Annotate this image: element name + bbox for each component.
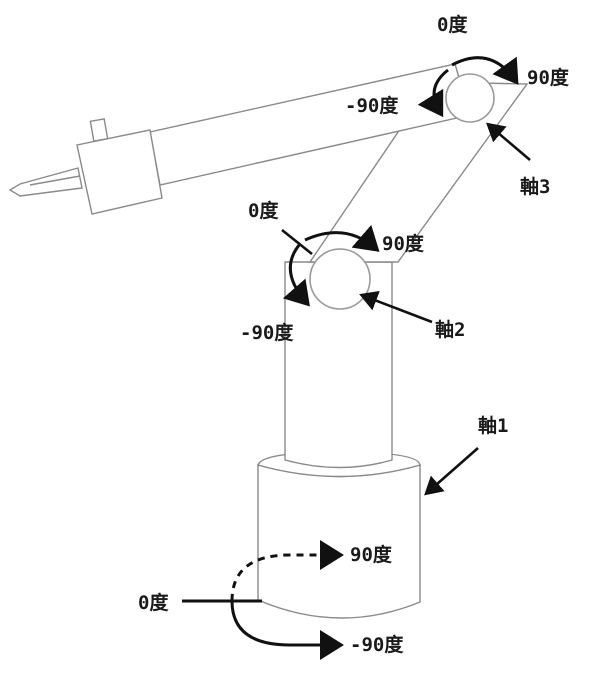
base-rotation-arrows	[182, 540, 344, 660]
lower-column	[284, 261, 393, 469]
joint2-negative-label: -90度	[240, 321, 294, 344]
joint3-axis-label: 軸3	[520, 175, 550, 198]
joint2-rotation-arrows	[281, 224, 433, 324]
joint1-negative-label: -90度	[350, 633, 404, 656]
upper-arm	[308, 81, 529, 263]
base-cylinder	[257, 451, 421, 619]
joint2-axis-label: 軸2	[435, 318, 465, 341]
joint3-negative-label: -90度	[345, 94, 399, 117]
gripper	[8, 118, 163, 215]
axis1-pointer	[424, 447, 479, 496]
joint1-zero-label: 0度	[138, 591, 169, 614]
joint3-circle	[445, 73, 495, 123]
joint1-positive-label: 90度	[350, 543, 393, 566]
joint2-positive-label: 90度	[382, 232, 425, 255]
joint3-rotation-arrows	[417, 56, 531, 161]
joint2-circle	[309, 248, 371, 310]
joint3-positive-label: 90度	[527, 66, 570, 89]
joint1-axis-label: 軸1	[478, 414, 508, 437]
joint3-zero-label: 0度	[437, 13, 468, 36]
joint2-zero-label: 0度	[248, 199, 279, 222]
